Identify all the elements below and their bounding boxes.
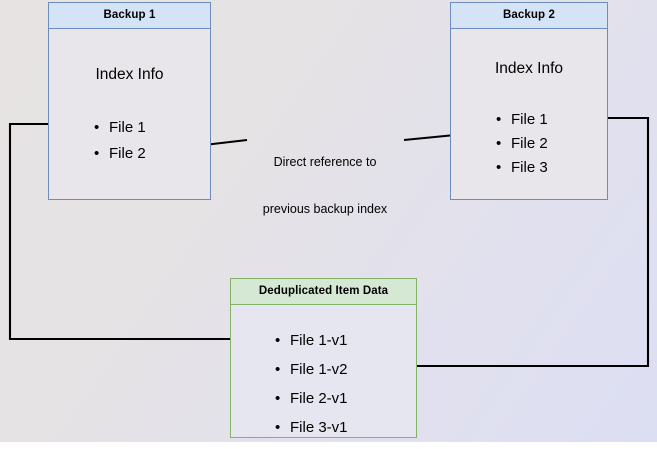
node-backup-2-body: Index Info File 1 File 2 File 3	[451, 29, 607, 200]
backup-2-file-list: File 1 File 2 File 3	[496, 112, 548, 184]
edge-label-line-2: previous backup index	[262, 202, 388, 217]
node-deduplicated-body: File 1-v1 File 1-v2 File 2-v1 File 3-v1	[231, 305, 416, 438]
node-backup-2[interactable]: Backup 2 Index Info File 1 File 2 File 3	[450, 2, 608, 200]
node-backup-1-body: Index Info File 1 File 2	[49, 29, 210, 200]
list-item: File 2	[94, 146, 146, 161]
node-backup-1[interactable]: Backup 1 Index Info File 1 File 2	[48, 2, 211, 200]
list-item: File 2-v1	[275, 391, 348, 406]
list-item: File 1-v2	[275, 362, 348, 377]
list-item: File 1	[94, 120, 146, 135]
node-backup-2-title: Backup 2	[451, 3, 607, 29]
list-item: File 1	[496, 112, 548, 127]
node-deduplicated-item-data[interactable]: Deduplicated Item Data File 1-v1 File 1-…	[230, 278, 417, 438]
list-item: File 3-v1	[275, 420, 348, 435]
backup-2-index-info-label: Index Info	[494, 59, 564, 77]
list-item: File 3	[496, 160, 548, 175]
edge-label-direct-reference: Direct reference to previous backup inde…	[249, 124, 401, 249]
list-item: File 2	[496, 136, 548, 151]
node-backup-1-title: Backup 1	[49, 3, 210, 29]
edge-label-line-1: Direct reference to	[273, 155, 377, 170]
list-item: File 1-v1	[275, 333, 348, 348]
backup-1-index-info-label: Index Info	[95, 65, 164, 83]
deduplicated-file-list: File 1-v1 File 1-v2 File 2-v1 File 3-v1	[275, 333, 348, 449]
backup-1-file-list: File 1 File 2	[94, 120, 146, 172]
node-deduplicated-title: Deduplicated Item Data	[231, 279, 416, 305]
